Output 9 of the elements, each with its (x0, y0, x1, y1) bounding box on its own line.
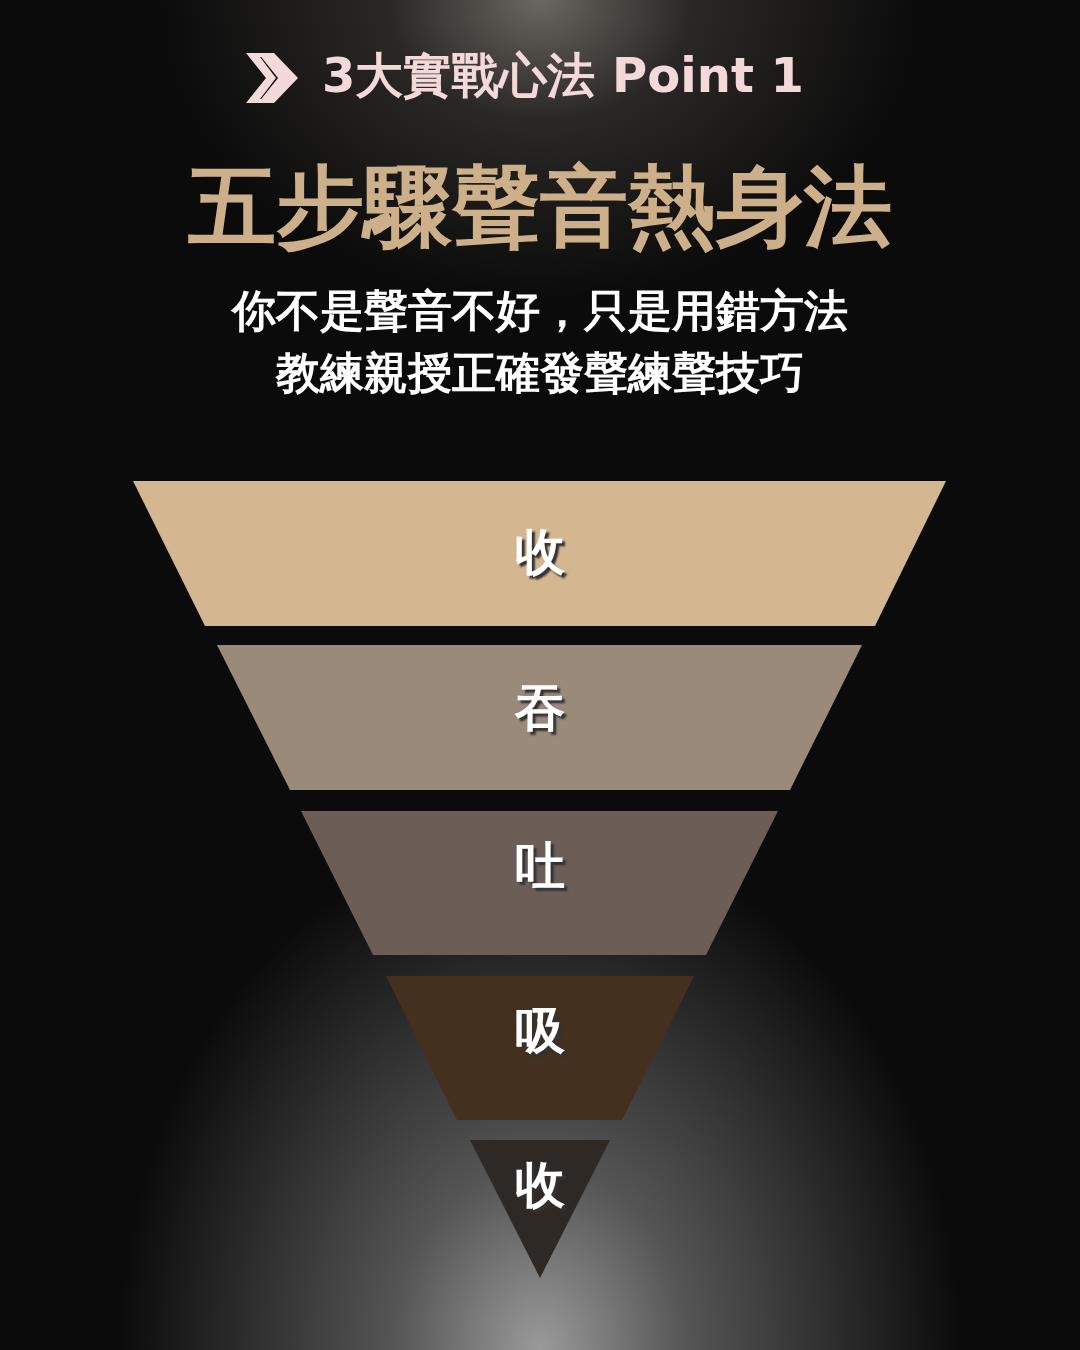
band-label: 收 (514, 1155, 566, 1216)
subtitle-text: 你不是聲音不好，只是用錯方法 (230, 284, 849, 338)
band-label: 吞 (513, 678, 566, 739)
band-label: 收 (513, 522, 566, 583)
title: 五步驟聲音熱身法 (187, 154, 893, 260)
band-label: 吸 (514, 1001, 566, 1062)
subtitle-text: 教練親授正確發聲練聲技巧 (274, 346, 805, 400)
band-label: 吐 (513, 836, 566, 897)
header-text: 3大實戰心法 Point 1 (322, 46, 805, 105)
